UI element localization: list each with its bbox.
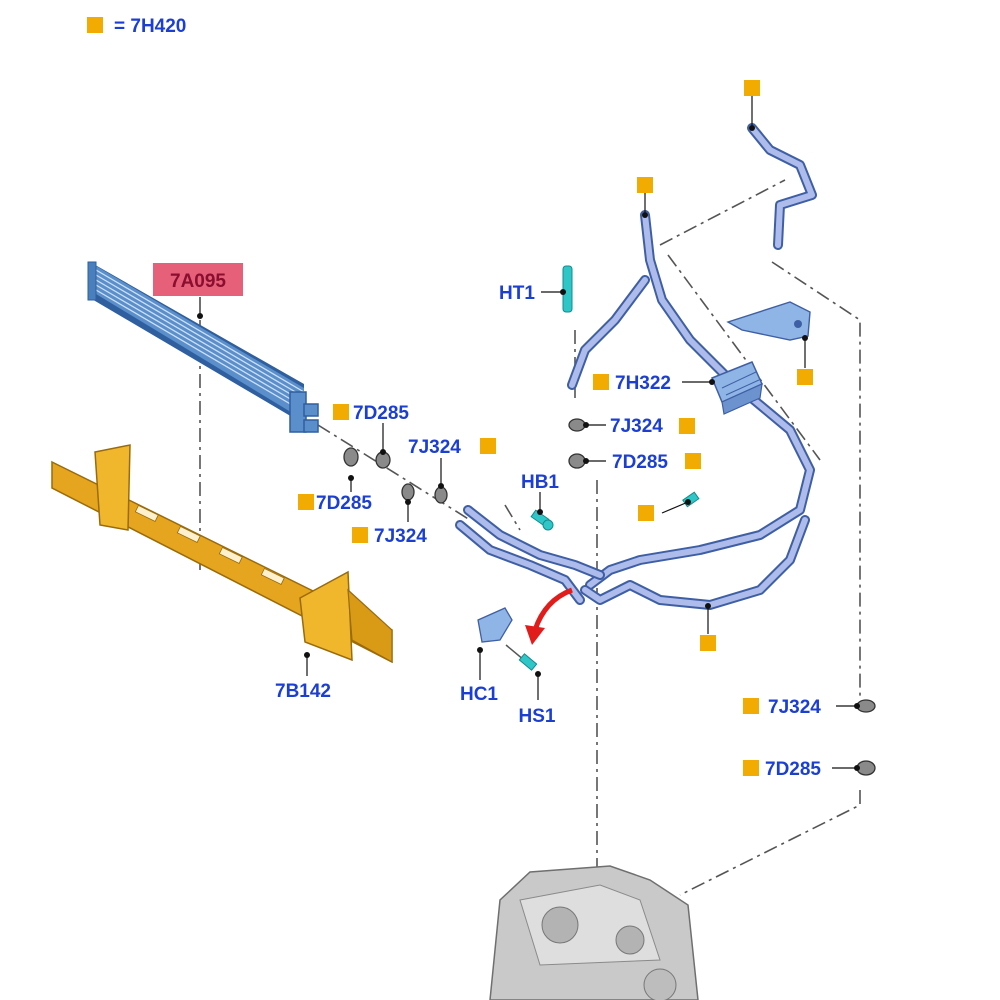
clip-hc1-part <box>477 607 513 643</box>
seal-label-7d285-c: 7D285 <box>612 452 668 473</box>
bracket-part-label: 7B142 <box>275 681 331 702</box>
orange-square-marker-icon <box>637 177 653 193</box>
tube-clip-label: HT1 <box>499 283 535 304</box>
seal-label-7d285-a: 7D285 <box>353 403 409 424</box>
bolt-hb1-part <box>530 509 554 531</box>
line-support-bracket <box>726 301 811 341</box>
orange-square-marker-icon <box>352 527 368 543</box>
line-clamp <box>711 361 763 415</box>
legend: = 7H420 <box>87 16 186 37</box>
part-labels: 7B142 7D285 7J324 7D285 7J324 HT1 HB1 HC… <box>275 283 821 780</box>
seal-label-7j324-d: 7J324 <box>768 697 821 718</box>
orange-square-marker-icon <box>480 438 496 454</box>
seal-label-7d285-b: 7D285 <box>316 493 372 514</box>
orange-square-marker-icon <box>700 635 716 651</box>
red-curved-arrow-icon <box>525 587 573 645</box>
seals <box>343 418 876 776</box>
orange-square-marker-icon <box>298 494 314 510</box>
legend-text: = 7H420 <box>114 16 186 37</box>
orange-square-marker-icon <box>593 374 609 390</box>
seal-label-7j324-a: 7J324 <box>408 437 461 458</box>
seal-label-7d285-d: 7D285 <box>765 759 821 780</box>
seal-label-7j324-b: 7J324 <box>374 526 427 547</box>
leader-lines <box>197 96 860 771</box>
cooler-bracket <box>51 444 393 664</box>
transmission-housing <box>489 865 699 1000</box>
cooler-lines <box>455 123 817 610</box>
screw-hs1-label: HS1 <box>519 706 556 727</box>
clamp-label: 7H322 <box>615 373 671 394</box>
orange-square-marker-icon <box>743 760 759 776</box>
orange-square-marker-icon <box>333 404 349 420</box>
legend-marker-icon <box>87 17 103 33</box>
orange-markers <box>298 80 813 776</box>
orange-square-marker-icon <box>743 698 759 714</box>
orange-square-marker-icon <box>638 505 654 521</box>
screw-hs1-part <box>505 644 538 671</box>
clip-hc1-label: HC1 <box>460 684 498 705</box>
orange-square-marker-icon <box>679 418 695 434</box>
oil-cooler <box>87 261 319 433</box>
cooler-part-label: 7A095 <box>170 271 226 292</box>
assembly-center-lines <box>199 179 861 896</box>
tube-clip-part <box>562 265 573 313</box>
cooler-label-highlight: 7A095 <box>153 263 243 296</box>
bolt-hb1-label: HB1 <box>521 472 559 493</box>
orange-square-marker-icon <box>744 80 760 96</box>
orange-square-marker-icon <box>685 453 701 469</box>
small-teal-clip <box>682 491 700 508</box>
orange-square-marker-icon <box>797 369 813 385</box>
seal-label-7j324-c: 7J324 <box>610 416 663 437</box>
